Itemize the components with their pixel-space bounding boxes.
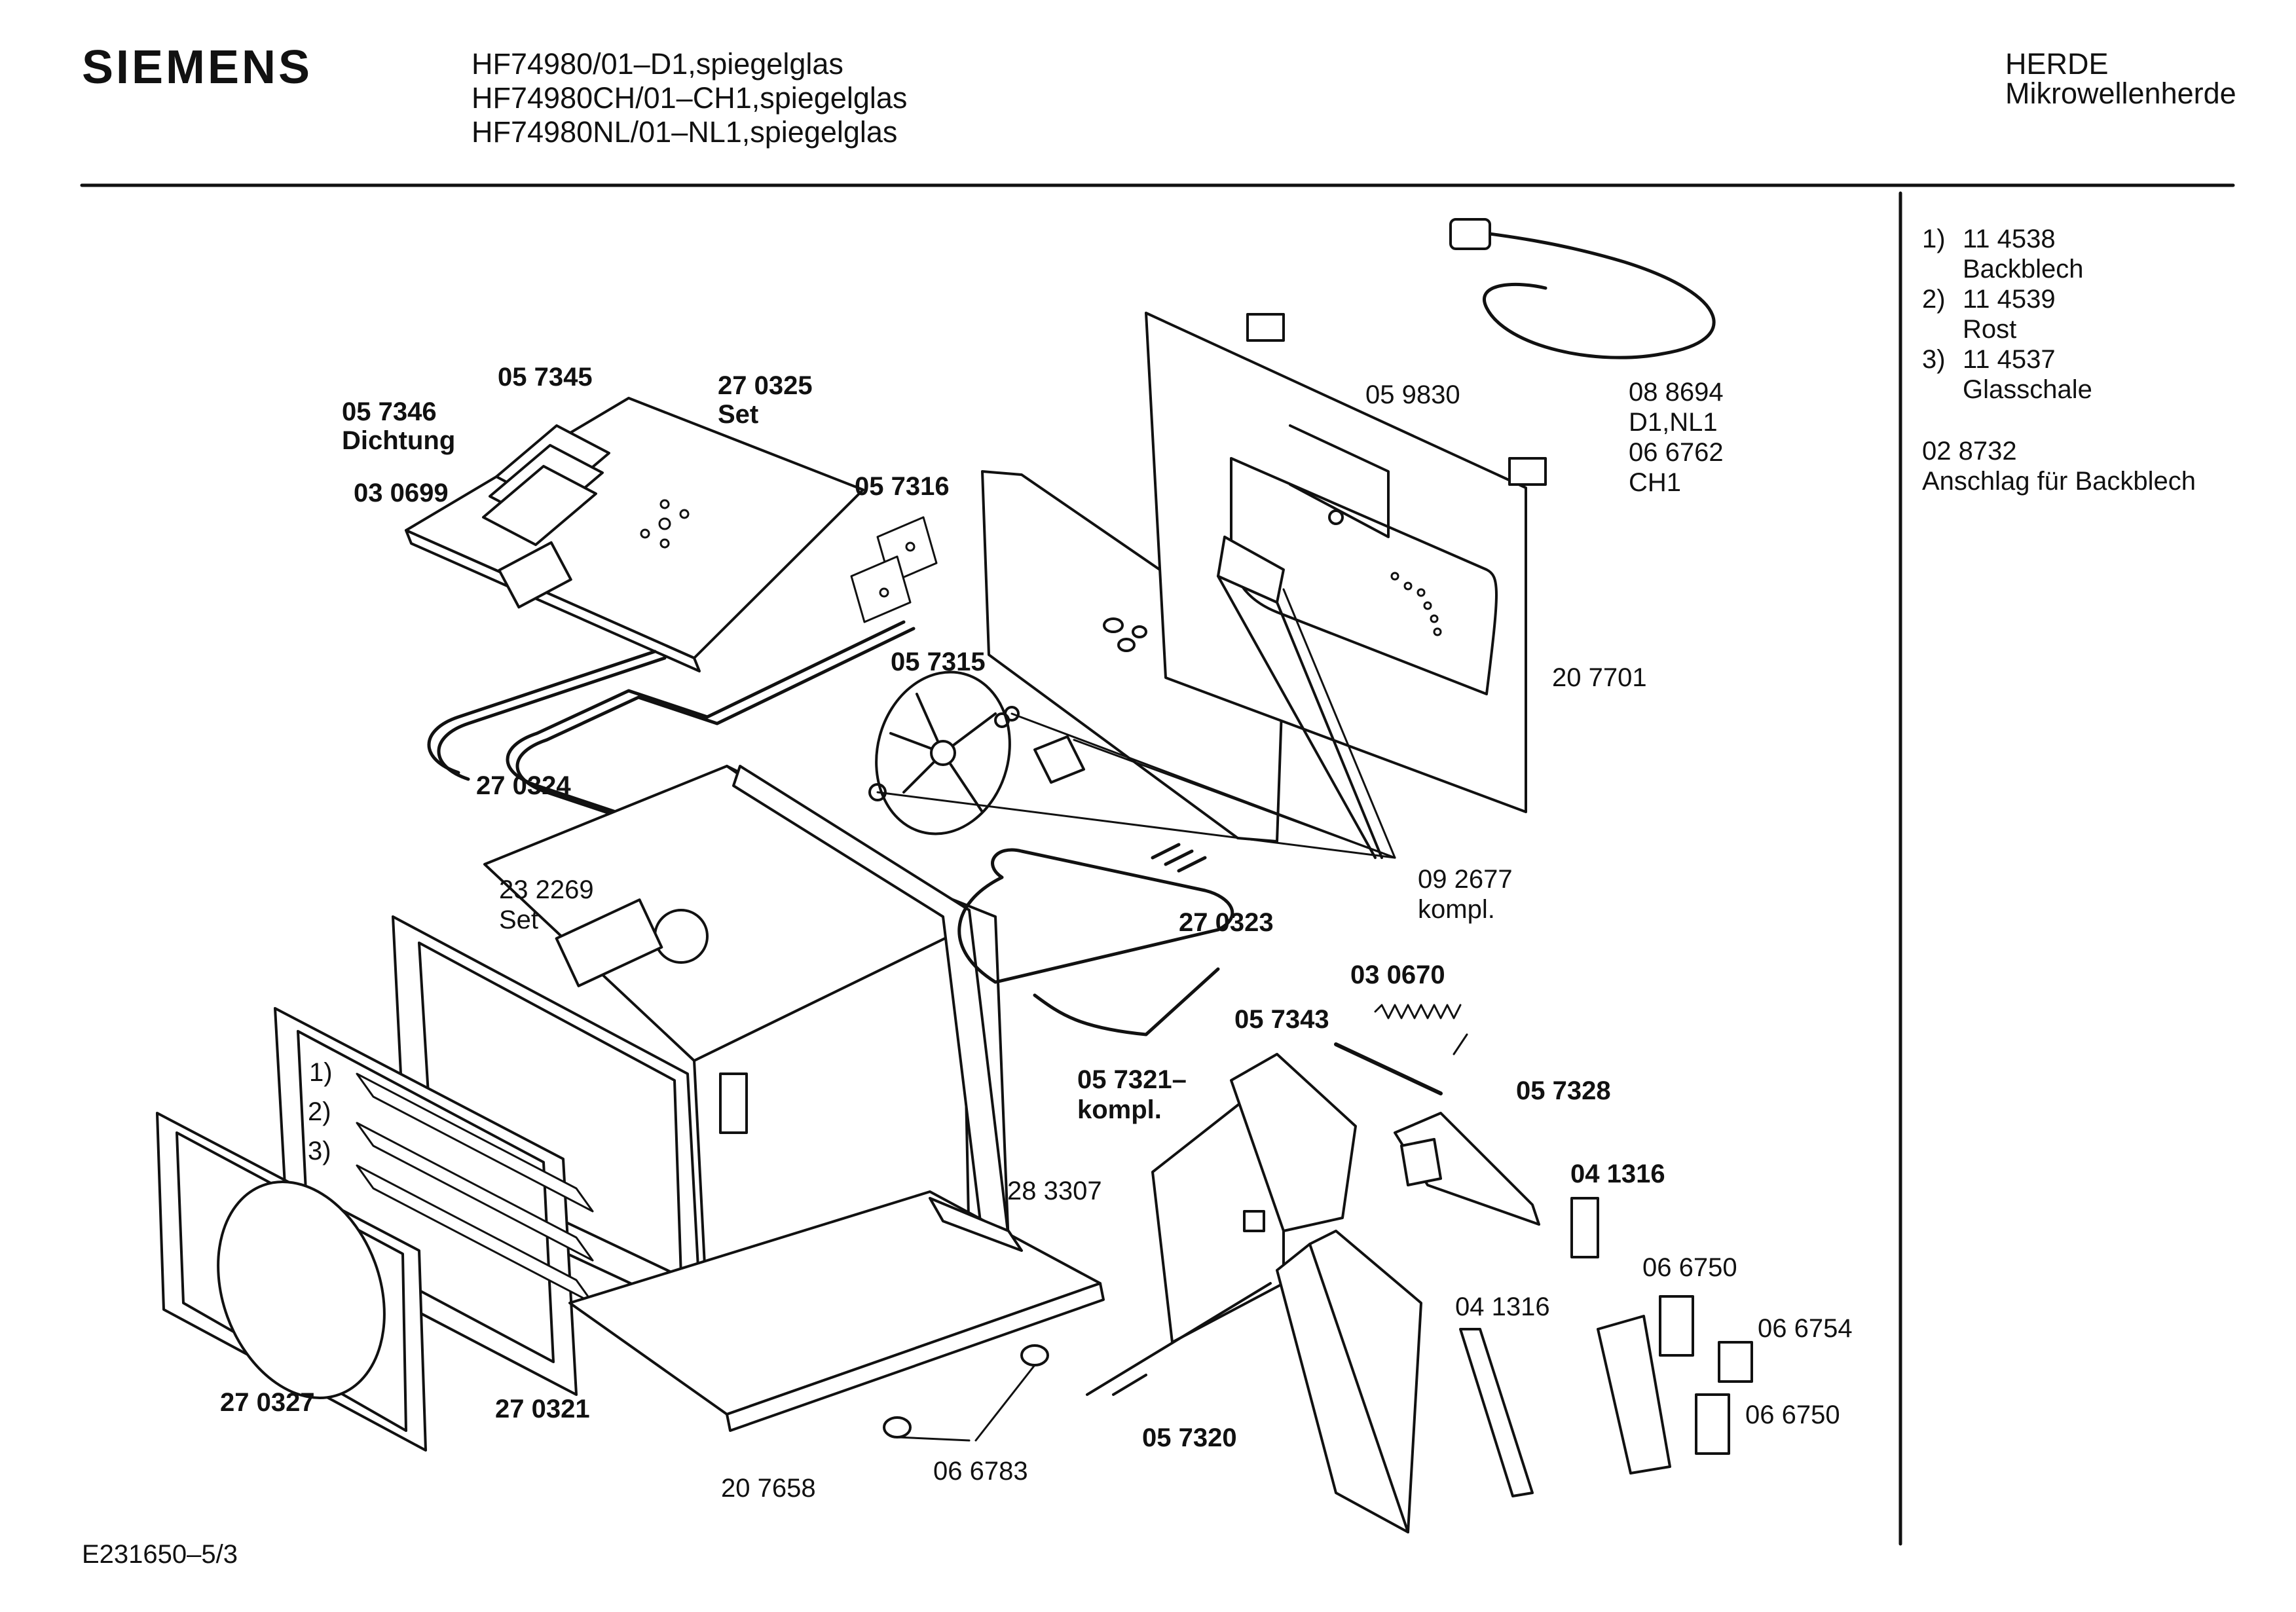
- feet-066783: [883, 1344, 1049, 1442]
- label-030670: 03 0670: [1350, 961, 1445, 989]
- model-line-2: HF74980CH/01–CH1,spiegelglas: [472, 81, 908, 115]
- label-057320: 05 7320: [1142, 1423, 1237, 1452]
- label-283307: 28 3307: [1007, 1177, 1102, 1205]
- label-270321: 27 0321: [495, 1395, 590, 1423]
- heater-brackets: [850, 516, 938, 623]
- label-057328: 05 7328: [1516, 1076, 1611, 1105]
- label-057343: 05 7343: [1234, 1005, 1329, 1034]
- label-066762: 06 6762: [1629, 438, 1724, 467]
- legend-item-1-name: Backblech: [1963, 255, 2084, 284]
- wire-057320: [1086, 1282, 1272, 1396]
- fan-cover-plate: [981, 470, 1285, 843]
- legend-item-1-code: 11 4538: [1963, 225, 2056, 253]
- label-066783: 06 6783: [933, 1457, 1028, 1486]
- label-057316: 05 7316: [855, 472, 950, 501]
- label-030699: 03 0699: [354, 479, 449, 507]
- label-tray-3: 3): [308, 1137, 331, 1165]
- rod-057343: [1334, 1042, 1443, 1095]
- legend-item-1-num: 1): [1922, 225, 1946, 253]
- document-id: E231650–5/3: [82, 1540, 238, 1569]
- label-set-top: Set: [718, 400, 759, 429]
- label-ch1: CH1: [1629, 468, 1682, 497]
- label-kompl-bracket: kompl.: [1077, 1095, 1162, 1124]
- back-wall-panel: [1145, 312, 1527, 859]
- legend-item-2-num: 2): [1922, 285, 1946, 314]
- label-270324: 27 0324: [476, 771, 571, 800]
- label-057345: 05 7345: [498, 363, 593, 392]
- latch-bracket-057328: [1394, 1112, 1540, 1226]
- category-title: HERDE: [2005, 47, 2109, 81]
- control-bracket-057321: [1151, 1053, 1357, 1344]
- label-041316-module: 04 1316: [1570, 1160, 1665, 1188]
- legend-item-2-code: 11 4539: [1963, 285, 2056, 314]
- accessory-trays: [356, 1072, 594, 1304]
- label-041316-strip: 04 1316: [1455, 1292, 1550, 1321]
- label-066754: 06 6754: [1758, 1314, 1853, 1343]
- legend-item-3-code: 11 4537: [1963, 345, 2056, 374]
- legend-extra-code: 02 8732: [1922, 437, 2017, 466]
- base-plate-207658: [568, 1190, 1105, 1432]
- label-057321: 05 7321–: [1077, 1065, 1187, 1094]
- label-270327: 27 0327: [220, 1388, 315, 1417]
- label-092677: 09 2677: [1418, 865, 1513, 894]
- label-tray-1: 1): [309, 1058, 333, 1087]
- label-270325: 27 0325: [718, 371, 813, 400]
- legend-item-3-name: Glasschale: [1963, 375, 2092, 404]
- label-207658: 20 7658: [721, 1474, 816, 1503]
- label-088694: 08 8694: [1629, 378, 1724, 407]
- top-cover-plate: [405, 397, 864, 672]
- outer-door-270327: [156, 1112, 427, 1452]
- label-057315: 05 7315: [891, 648, 986, 676]
- legend-item-3-num: 3): [1922, 345, 1946, 374]
- strip-041316: [1459, 1328, 1534, 1497]
- leader-lines-092677: [876, 588, 1396, 859]
- label-057346: 05 7346: [342, 397, 437, 426]
- legend-item-2-name: Rost: [1963, 315, 2017, 344]
- lower-heater-element: [957, 843, 1234, 1036]
- module-041316: [1570, 1197, 1599, 1258]
- label-kompl-top: kompl.: [1418, 895, 1495, 924]
- label-d1nl1: D1,NL1: [1629, 408, 1718, 437]
- convection-fan: [868, 670, 1085, 835]
- label-066750-top: 06 6750: [1642, 1253, 1737, 1282]
- label-270323: 27 0323: [1179, 908, 1274, 937]
- brand-logo: SIEMENS: [82, 41, 313, 94]
- label-dichtung: Dichtung: [342, 426, 456, 455]
- label-059830: 05 9830: [1365, 380, 1460, 409]
- label-tray-2: 2): [308, 1097, 331, 1126]
- spring-030670: [1374, 1004, 1468, 1055]
- label-066750-bottom: 06 6750: [1745, 1401, 1840, 1429]
- micro-switches: [1597, 1295, 1753, 1475]
- power-cord: [1246, 218, 1716, 486]
- label-207701: 20 7701: [1552, 663, 1647, 692]
- legend-extra-name: Anschlag für Backblech: [1922, 467, 2196, 496]
- side-mount-panel: [1276, 1230, 1422, 1533]
- model-line-3: HF74980NL/01–NL1,spiegelglas: [472, 115, 898, 149]
- subcategory-title: Mikrowellenherde: [2005, 77, 2236, 110]
- model-line-1: HF74980/01–D1,spiegelglas: [472, 47, 843, 81]
- label-set-cavity: Set: [499, 906, 539, 934]
- label-232269: 23 2269: [499, 875, 594, 904]
